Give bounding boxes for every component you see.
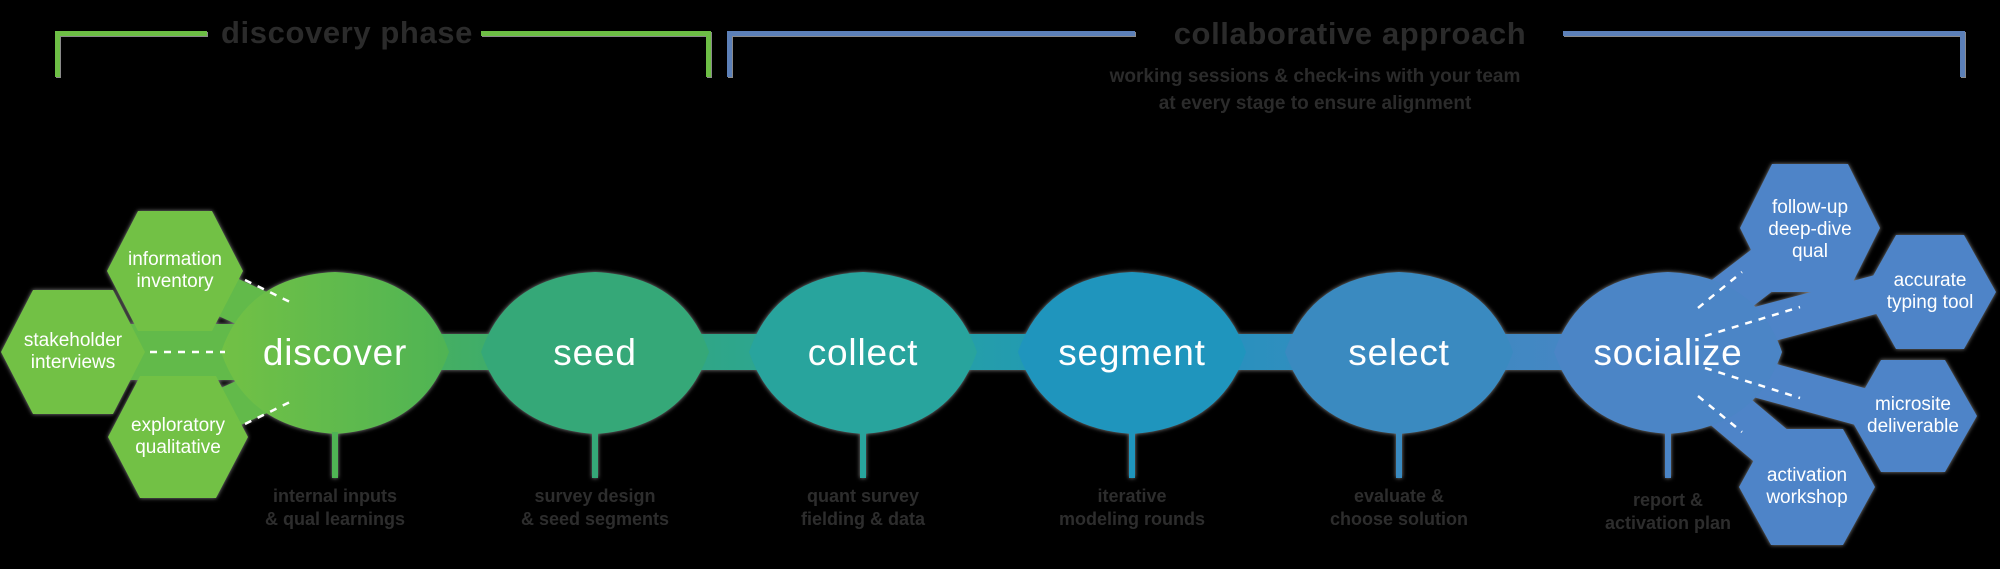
hex-line: interviews	[30, 352, 116, 373]
hex-line: qual	[1792, 241, 1828, 262]
node-label-collect: collect	[807, 332, 919, 373]
node-label-socialize: socialize	[1593, 332, 1743, 373]
hex-line: activation	[1766, 465, 1848, 486]
sublabel-line: report &	[1632, 490, 1703, 510]
hex-line: deliverable	[1867, 416, 1959, 437]
node-label-seed: seed	[553, 332, 637, 373]
hex-line: typing tool	[1886, 292, 1974, 313]
stem-seed	[592, 432, 598, 478]
node-discover	[221, 272, 449, 434]
sublabel-segment: iterative modeling rounds	[1059, 485, 1205, 531]
label-exploratory-qualitative: exploratory qualitative	[131, 415, 225, 459]
hex-line: follow-up	[1771, 197, 1849, 218]
label-microsite-deliverable: microsite deliverable	[1867, 394, 1959, 438]
hex-line: accurate	[1893, 270, 1967, 291]
discovery-phase-bracket	[55, 31, 711, 77]
sublabel-socialize: report & activation plan	[1605, 489, 1731, 535]
node-segment	[1018, 272, 1246, 434]
sublabel-select: evaluate & choose solution	[1330, 485, 1468, 531]
stem-select	[1396, 432, 1402, 478]
hex-line: deep-dive	[1768, 219, 1852, 240]
sublabel-line: survey design	[534, 486, 656, 506]
collaborative-approach-bracket	[727, 31, 1965, 77]
label-information-inventory: information inventory	[128, 249, 222, 293]
node-label-segment: segment	[1058, 332, 1206, 373]
sublabel-line: fielding & data	[800, 509, 926, 529]
hex-line: exploratory	[131, 415, 225, 436]
node-collect	[749, 272, 977, 434]
hexagon-accurate-typing-tool	[1864, 235, 1996, 349]
node-seed	[481, 272, 709, 434]
sublabel-line: iterative	[1097, 486, 1167, 506]
sublabel-collect: quant survey fielding & data	[801, 485, 925, 531]
sublabel-line: internal inputs	[272, 486, 397, 506]
subtitle-line-1: working sessions & check-ins with your t…	[1109, 66, 1521, 87]
hex-line: inventory	[136, 271, 214, 292]
sublabel-line: quant survey	[806, 486, 920, 506]
discovery-phase-title: discovery phase	[221, 15, 473, 50]
hex-line: workshop	[1766, 487, 1848, 508]
stem-socialize	[1665, 432, 1671, 478]
collaborative-approach-title: collaborative approach	[1173, 16, 1527, 51]
hex-line: stakeholder	[23, 330, 123, 351]
sublabel-line: activation plan	[1604, 513, 1732, 533]
hexagon-information-inventory	[107, 211, 243, 331]
label-follow-up-deep-dive-qual: follow-up deep-dive qual	[1768, 197, 1851, 263]
sublabel-line: choose solution	[1329, 509, 1469, 529]
collaborative-approach-subtitle: working sessions & check-ins with your t…	[1110, 63, 1521, 117]
sublabel-line: evaluate &	[1353, 486, 1445, 506]
label-stakeholder-interviews: stakeholder interviews	[24, 330, 122, 374]
hexagon-activation-workshop	[1739, 429, 1875, 545]
stem-segment	[1129, 432, 1135, 478]
sublabel-line: & qual learnings	[264, 509, 406, 529]
label-accurate-typing-tool: accurate typing tool	[1887, 270, 1974, 314]
stem-collect	[860, 432, 866, 478]
dashed-connectors	[150, 271, 1801, 433]
sublabel-line: modeling rounds	[1059, 509, 1205, 529]
node-select	[1285, 272, 1513, 434]
hexagon-stakeholder-interviews	[1, 290, 145, 414]
hex-line: qualitative	[135, 437, 221, 458]
label-activation-workshop: activation workshop	[1766, 465, 1847, 509]
hex-line: information	[128, 249, 222, 270]
stem-discover	[332, 432, 338, 478]
subtitle-line-2: at every stage to ensure alignment	[1158, 93, 1472, 114]
hex-line: microsite	[1874, 394, 1951, 415]
sublabel-line: & seed segments	[520, 509, 670, 529]
node-label-select: select	[1348, 332, 1450, 373]
node-socialize	[1554, 272, 1782, 434]
sublabel-seed: survey design & seed segments	[521, 485, 669, 531]
sublabel-discover: internal inputs & qual learnings	[265, 485, 405, 531]
hexagon-follow-up-deep-dive-qual	[1740, 164, 1880, 292]
hexagon-exploratory-qualitative	[108, 376, 248, 498]
hexagon-microsite-deliverable	[1849, 360, 1977, 472]
node-label-discover: discover	[262, 332, 408, 373]
